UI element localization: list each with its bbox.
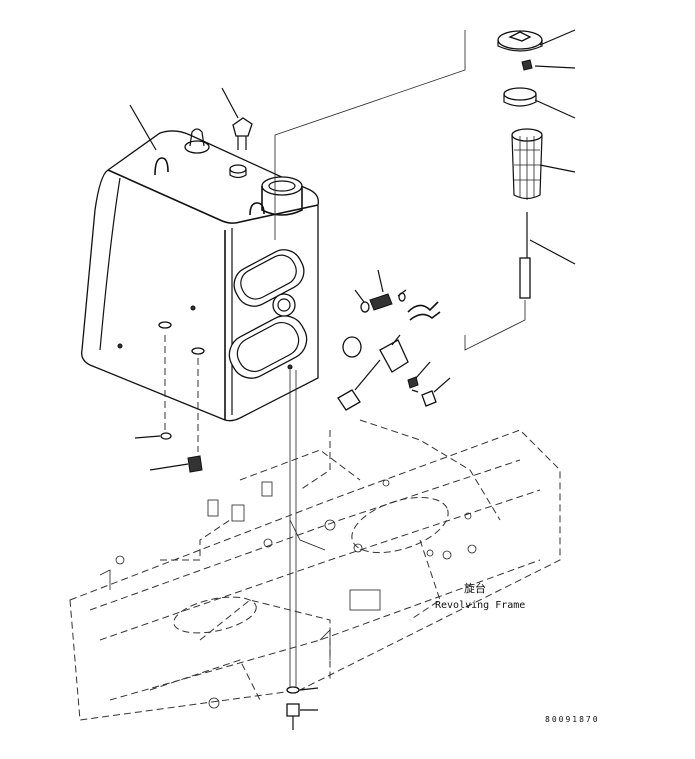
hydraulic-tank	[81, 117, 319, 422]
drawing-code: 80091870	[545, 715, 600, 724]
fittings	[160, 292, 441, 730]
leader-lines	[129, 29, 576, 711]
frame-label-en: Revolving Frame	[435, 600, 525, 611]
frame-label-jp: 旋台	[464, 581, 486, 595]
filter-assembly	[274, 30, 543, 351]
revolving-frame	[69, 419, 561, 721]
